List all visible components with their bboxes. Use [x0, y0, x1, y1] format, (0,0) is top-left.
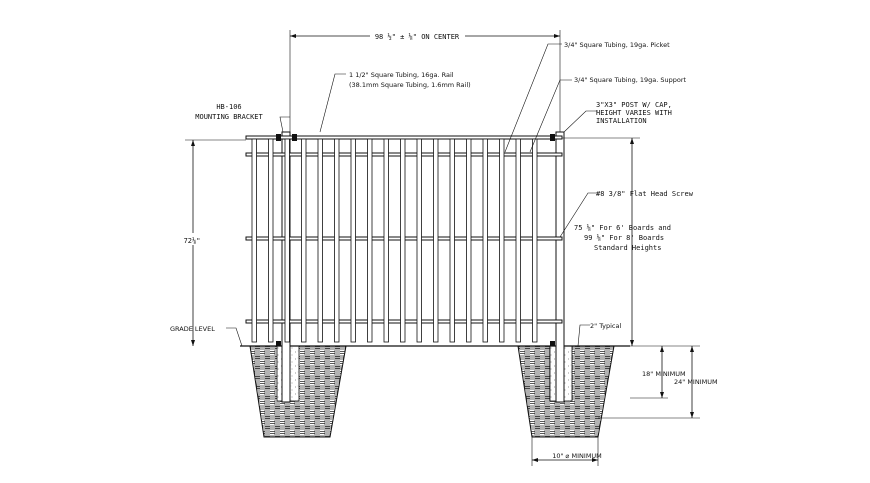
rail-label-2: (38.1mm Square Tubing, 1.6mm Rail) [349, 81, 471, 89]
footing-dimensions [531, 345, 700, 466]
picket [499, 138, 505, 343]
post-label-3: INSTALLATION [596, 117, 647, 125]
picket [400, 138, 406, 343]
picket [466, 138, 472, 343]
bracket-label-2: MOUNTING BRACKET [195, 113, 263, 121]
picket [251, 138, 257, 343]
min24-label: 24" MINIMUM [674, 378, 718, 386]
grade-label: GRADE LEVEL [170, 325, 215, 333]
right-post [555, 131, 565, 403]
on-center-dimension: 98 ½" ± ⅛" ON CENTER [289, 30, 561, 132]
picket [334, 138, 340, 343]
pickets [251, 138, 538, 343]
picket [367, 138, 373, 343]
post-label-1: 3"X3" POST W/ CAP, [596, 101, 672, 109]
typical-label: 2" Typical [590, 322, 621, 330]
picket [350, 138, 356, 343]
picket [284, 138, 290, 343]
rail-label-1: 1 1/2" Square Tubing, 16ga. Rail [349, 71, 454, 79]
boards-dimension [562, 137, 640, 346]
picket [433, 138, 439, 343]
height-label: 72⅛" [184, 236, 201, 245]
boards-label-1: 75 ⅛" For 6' Boards and [574, 223, 671, 232]
leader-lines [226, 43, 598, 347]
picket [532, 138, 538, 343]
right-footing [517, 345, 615, 438]
bracket-label-1: HB-106 [216, 103, 241, 111]
height-dimension: 72⅛" [180, 139, 246, 346]
support-label: 3/4" Square Tubing, 19ga. Support [574, 76, 687, 84]
diameter-label: 10" ⌀ MINIMUM [552, 452, 602, 460]
picket [482, 138, 488, 343]
mounting-brackets [276, 134, 555, 346]
min18-label: 18" MINIMUM [642, 370, 686, 378]
on-center-label: 98 ½" ± ⅛" ON CENTER [375, 32, 460, 41]
picket [301, 138, 307, 343]
picket-label: 3/4" Square Tubing, 19ga. Picket [564, 41, 670, 49]
picket [317, 138, 323, 343]
screw-label: #8 3/8" Flat Head Screw [596, 190, 694, 198]
left-footing [249, 345, 347, 438]
picket [449, 138, 455, 343]
picket [268, 138, 274, 343]
picket [515, 138, 521, 343]
picket [416, 138, 422, 343]
post-label-2: HEIGHT VARIES WITH [596, 109, 672, 117]
picket [383, 138, 389, 343]
boards-label-2: 99 ⅛" For 8' Boards [584, 233, 664, 242]
boards-label-3: Standard Heights [594, 244, 661, 252]
